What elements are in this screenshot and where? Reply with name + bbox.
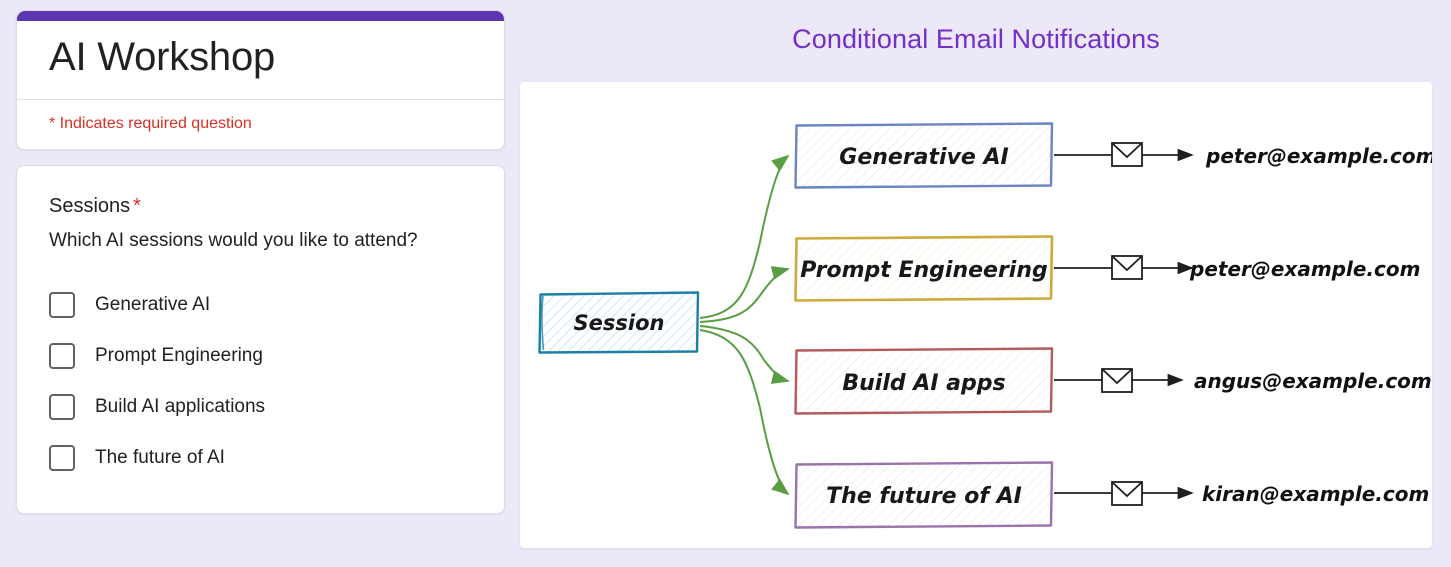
node-session-fill <box>539 292 698 353</box>
connector-to-the-future-of-ai <box>699 329 790 496</box>
envelope-icon <box>1111 142 1143 167</box>
question-title: Sessions* <box>49 193 472 219</box>
checkbox-option-label: Prompt Engineering <box>95 344 263 366</box>
envelope-icon <box>1111 481 1143 506</box>
question-description: Which AI sessions would you like to atte… <box>49 229 418 251</box>
checkbox-icon[interactable] <box>49 342 75 369</box>
node-the-future-of-ai-border <box>794 461 1054 529</box>
form-header-card: AI Workshop * Indicates required questio… <box>16 10 505 150</box>
checkbox-option-the-future-of-ai[interactable]: The future of AI <box>49 432 472 483</box>
node-the-future-of-ai-label: The future of AI <box>826 484 1022 509</box>
node-build-ai-apps-fill <box>795 348 1052 414</box>
node-generative-ai[interactable]: Generative AI <box>794 122 1054 189</box>
checkbox-option-label: Generative AI <box>95 293 211 315</box>
required-asterisk: * <box>133 194 141 217</box>
connector-group <box>699 154 790 496</box>
question-card: Sessions* Which AI sessions would you li… <box>16 164 505 515</box>
connector-to-prompt-engineering <box>699 266 790 323</box>
envelope-icon <box>1101 368 1133 393</box>
node-session[interactable]: Session <box>538 291 700 354</box>
checkbox-option-label: The future of AI <box>95 446 225 468</box>
required-question-note: * Indicates required question <box>49 114 252 132</box>
flow-diagram: Session Generative AI <box>538 122 1432 529</box>
envelope-icon <box>1111 255 1143 280</box>
node-generative-ai-border <box>794 122 1054 189</box>
email-address-the-future-of-ai: kiran@example.com <box>1202 482 1429 506</box>
node-session-border <box>538 291 700 354</box>
checkbox-option-build-ai-applications[interactable]: Build AI applications <box>49 381 472 432</box>
google-form-column: AI Workshop * Indicates required questio… <box>16 10 505 557</box>
email-address-prompt-engineering: peter@example.com <box>1189 257 1420 281</box>
node-prompt-engineering-label: Prompt Engineering <box>800 258 1048 283</box>
node-the-future-of-ai-fill <box>795 462 1052 528</box>
checkbox-icon[interactable] <box>49 291 75 318</box>
node-generative-ai-label: Generative AI <box>839 145 1008 170</box>
divider <box>17 98 504 100</box>
checkbox-option-generative-ai[interactable]: Generative AI <box>49 279 472 330</box>
email-flow-build-ai-apps: angus@example.com <box>1054 368 1432 393</box>
node-generative-ai-fill <box>795 123 1052 188</box>
email-flow-generative-ai: peter@example.com <box>1054 142 1432 168</box>
question-label: Sessions <box>49 194 131 217</box>
diagram-canvas: Session Generative AI <box>520 82 1432 548</box>
node-session-sketch-stroke <box>541 295 545 351</box>
node-build-ai-apps[interactable]: Build AI apps <box>794 347 1054 415</box>
diagram-region: Conditional Email Notifications <box>520 0 1451 567</box>
node-prompt-engineering-border <box>794 235 1054 302</box>
checkbox-icon[interactable] <box>49 393 75 420</box>
node-build-ai-apps-border <box>794 347 1054 415</box>
email-address-generative-ai: peter@example.com <box>1205 144 1432 168</box>
email-address-build-ai-apps: angus@example.com <box>1194 369 1432 393</box>
node-the-future-of-ai[interactable]: The future of AI <box>794 461 1054 529</box>
email-flow-the-future-of-ai: kiran@example.com <box>1054 481 1429 506</box>
form-accent-bar <box>17 11 504 21</box>
checkbox-option-prompt-engineering[interactable]: Prompt Engineering <box>49 330 472 381</box>
node-prompt-engineering[interactable]: Prompt Engineering <box>794 235 1054 302</box>
page-title: AI Workshop <box>49 35 276 79</box>
email-flow-prompt-engineering: peter@example.com <box>1054 255 1420 281</box>
checkbox-options-list: Generative AI Prompt Engineering Build A… <box>49 279 472 483</box>
diagram-title: Conditional Email Notifications <box>792 24 1160 54</box>
checkbox-option-label: Build AI applications <box>95 395 266 417</box>
connector-to-generative-ai <box>699 154 790 319</box>
checkbox-icon[interactable] <box>49 444 75 471</box>
connector-to-build-ai-apps <box>699 325 790 384</box>
node-build-ai-apps-label: Build AI apps <box>842 371 1005 396</box>
form-title-zone: AI Workshop <box>17 21 504 99</box>
node-session-label: Session <box>574 311 665 335</box>
node-prompt-engineering-fill <box>795 236 1052 301</box>
